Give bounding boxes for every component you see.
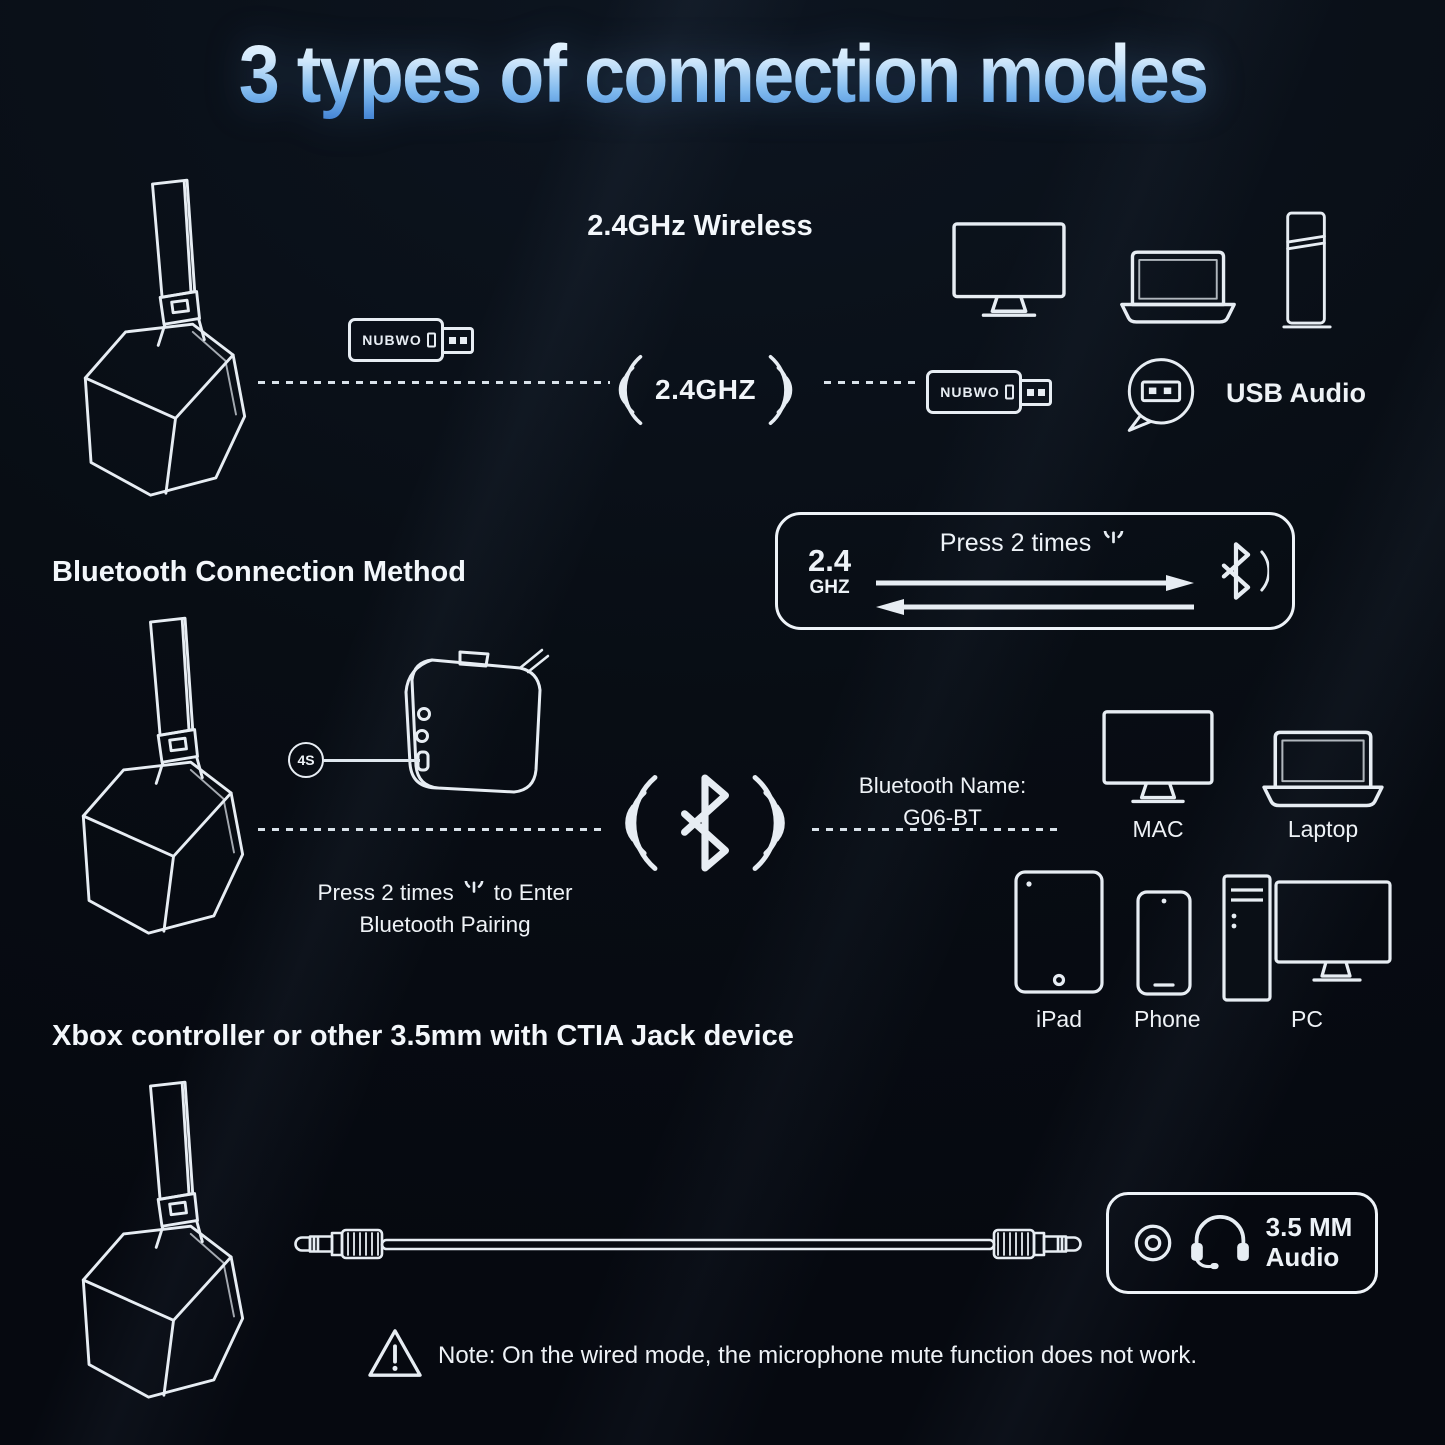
aux-audio-label: 3.5 MM Audio — [1265, 1212, 1353, 1273]
bluetooth-name-block: Bluetooth Name: G06-BT — [845, 770, 1040, 833]
earcup-closeup-illustration — [372, 642, 552, 812]
press-label: Press 2 times — [939, 529, 1092, 557]
dongle-led — [1005, 384, 1014, 400]
mac-monitor-icon — [1098, 708, 1218, 812]
page-title: 3 types of connection modes — [238, 29, 1208, 120]
device-label-pc: PC — [1291, 1006, 1323, 1032]
usb-dongle-transmitter: NUBWO — [348, 318, 474, 362]
usb-plug-icon — [444, 326, 474, 354]
laptop-icon — [1258, 728, 1388, 814]
press-suffix-label: to Enter — [493, 880, 573, 905]
pairing-instruction-line1: Press 2 times to Enter — [290, 880, 600, 906]
device-label-mac: MAC — [1132, 816, 1184, 842]
game-console-icon — [1280, 208, 1334, 332]
aux-audio-label-line2: Audio — [1265, 1242, 1340, 1272]
dongle-brand-label: NUBWO — [940, 384, 1000, 400]
bluetooth-heading: Bluetooth Connection Method — [52, 556, 466, 588]
aux-audio-label-line1: 3.5 MM — [1265, 1212, 1353, 1243]
jack-socket-icon — [1132, 1222, 1174, 1264]
bluetooth-name-value: G06-BT — [903, 804, 982, 830]
bluetooth-pairing-instruction: Press 2 times to Enter Bluetooth Pairing — [290, 880, 600, 938]
bluetooth-icon — [1219, 542, 1253, 600]
monitor-icon — [950, 220, 1068, 326]
bluetooth-name-label: Bluetooth Name: — [858, 773, 1027, 798]
aux-cable-illustration — [288, 1222, 1088, 1266]
freq-label: 2.4 GHZ — [808, 542, 852, 598]
device-label-phone: Phone — [1134, 1006, 1201, 1032]
badge-leader-line — [324, 759, 420, 762]
dongle-led — [427, 332, 436, 348]
wired-mode-note: Note: On the wired mode, the microphone … — [438, 1342, 1198, 1369]
signal-arcs-right-icon — [748, 771, 788, 875]
signal-arcs-left-icon — [616, 352, 646, 428]
bluetooth-icon — [676, 774, 734, 872]
hold-duration-badge: 4S — [288, 742, 324, 778]
laptop-icon — [1116, 248, 1240, 330]
usb-dongle-receiver: NUBWO — [926, 370, 1052, 414]
device-label-ipad: iPad — [1035, 1006, 1083, 1032]
dashed-connector — [258, 381, 610, 384]
ipad-icon — [1012, 868, 1106, 996]
page-title-wrap: 3 types of connection modes — [0, 28, 1445, 122]
headset-illustration-bluetooth — [66, 614, 258, 970]
wired-heading: Xbox controller or other 3.5mm with CTIA… — [52, 1020, 794, 1052]
pairing-instruction-line2: Bluetooth Pairing — [359, 912, 531, 937]
wireless-heading: 2.4GHz Wireless — [587, 210, 813, 242]
freq-bottom-label: GHZ — [809, 576, 850, 598]
bluetooth-mode-indicator — [1219, 542, 1270, 600]
press-prefix-label: Press 2 times — [317, 880, 454, 905]
pc-icon — [1218, 872, 1396, 1006]
mode-switch-box: 2.4 GHZ Press 2 times — [775, 512, 1295, 630]
phone-icon — [1134, 888, 1194, 998]
warning-icon — [366, 1326, 424, 1380]
dongle-brand-label: NUBWO — [362, 332, 422, 348]
headset-illustration-wired — [66, 1078, 258, 1434]
device-label-laptop: Laptop — [1287, 816, 1359, 842]
usb-dongle-body: NUBWO — [926, 370, 1022, 414]
usb-audio-icon — [1120, 354, 1202, 436]
usb-plug-icon — [1022, 378, 1052, 406]
usb-audio-label: USB Audio — [1226, 378, 1366, 408]
signal-arcs-left-icon — [622, 771, 662, 875]
signal-arc-icon — [1258, 549, 1270, 593]
freq-top-label: 2.4 — [808, 542, 852, 578]
aux-audio-box: 3.5 MM Audio — [1106, 1192, 1378, 1294]
signal-frequency-label: 2.4GHZ — [655, 374, 757, 405]
headset-mic-icon — [1187, 1214, 1253, 1272]
headset-illustration-wireless — [68, 176, 260, 532]
signal-arcs-right-icon — [765, 352, 795, 428]
usb-dongle-body: NUBWO — [348, 318, 444, 362]
dashed-connector — [824, 381, 916, 384]
dashed-connector — [812, 828, 1060, 831]
mode-toggle-arrows-icon — [876, 575, 1194, 615]
dashed-connector — [258, 828, 602, 831]
rf-signal-indicator: 2.4GHZ — [616, 352, 795, 428]
press-instruction: Press 2 times — [878, 529, 1188, 558]
power-button-icon — [462, 881, 486, 905]
bluetooth-signal-indicator — [622, 768, 788, 878]
power-button-icon — [1101, 531, 1126, 556]
